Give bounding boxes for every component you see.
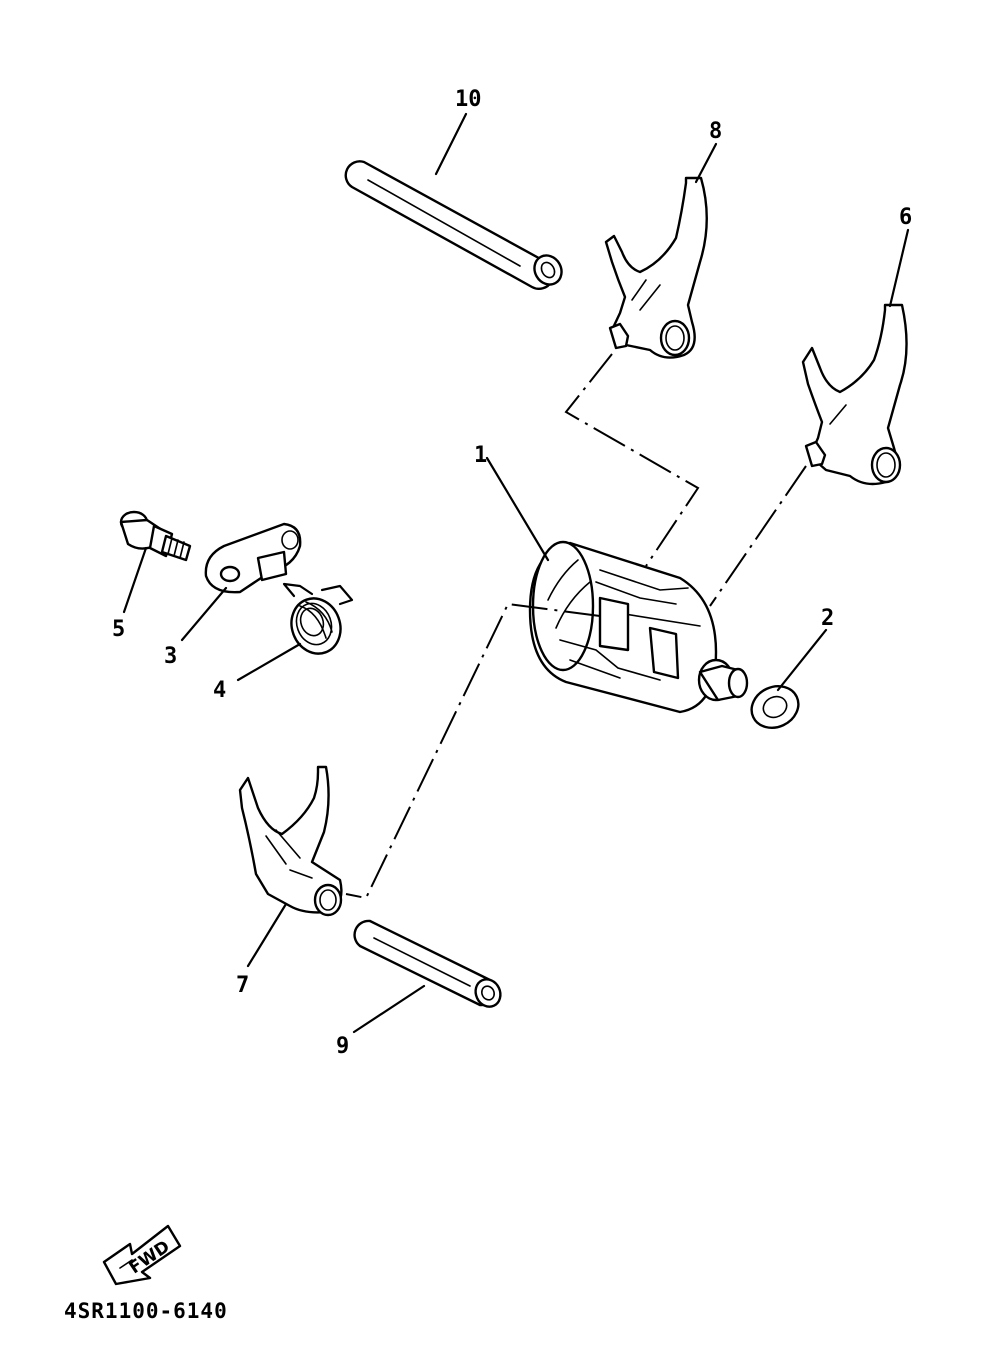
leader-lines: [122, 112, 910, 1034]
part-6-shift-fork: [801, 303, 908, 486]
callout-10: 10: [455, 87, 482, 112]
callout-2: 2: [821, 606, 834, 631]
callout-labels: 10 8 6 1 2 5 3 4 7 9: [112, 87, 912, 1059]
diagram-code: 4SR1100-6140: [64, 1299, 228, 1323]
assembly-lines: [345, 353, 807, 900]
part-7-shift-fork: [238, 765, 343, 917]
part-2-washer: [750, 685, 800, 729]
callout-5: 5: [112, 617, 125, 642]
part-9-guide-bar: [353, 919, 502, 1008]
part-5-bolt: [119, 510, 192, 562]
callout-7: 7: [236, 973, 249, 998]
part-3-stopper-lever: [204, 522, 302, 594]
callout-1: 1: [474, 443, 487, 468]
callout-6: 6: [899, 205, 912, 230]
part-8-shift-fork: [604, 176, 708, 359]
part-10-guide-bar: [344, 160, 563, 290]
callout-3: 3: [164, 644, 177, 669]
callout-8: 8: [709, 119, 722, 144]
callout-4: 4: [213, 678, 226, 703]
part-4-torsion-spring: [282, 582, 354, 655]
part-1-shift-drum: [528, 540, 749, 714]
fwd-arrow-icon: FWD: [102, 1224, 182, 1286]
callout-9: 9: [336, 1034, 349, 1059]
